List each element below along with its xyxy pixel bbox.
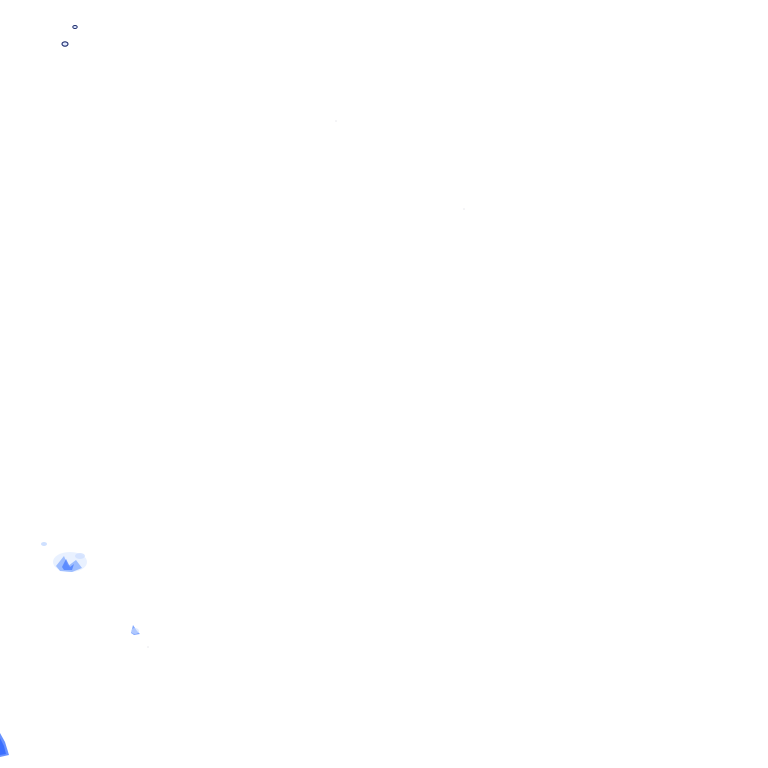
- blue-splash-mark-large: [41, 542, 87, 572]
- faint-speck: [335, 120, 337, 122]
- small-ring-mark-lower: [61, 41, 69, 47]
- faint-speck: [463, 208, 465, 210]
- faint-speck: [147, 646, 149, 648]
- small-ring-mark-top: [72, 25, 78, 29]
- blue-corner-mark: [0, 733, 9, 757]
- blue-splash-mark-small: [131, 625, 140, 635]
